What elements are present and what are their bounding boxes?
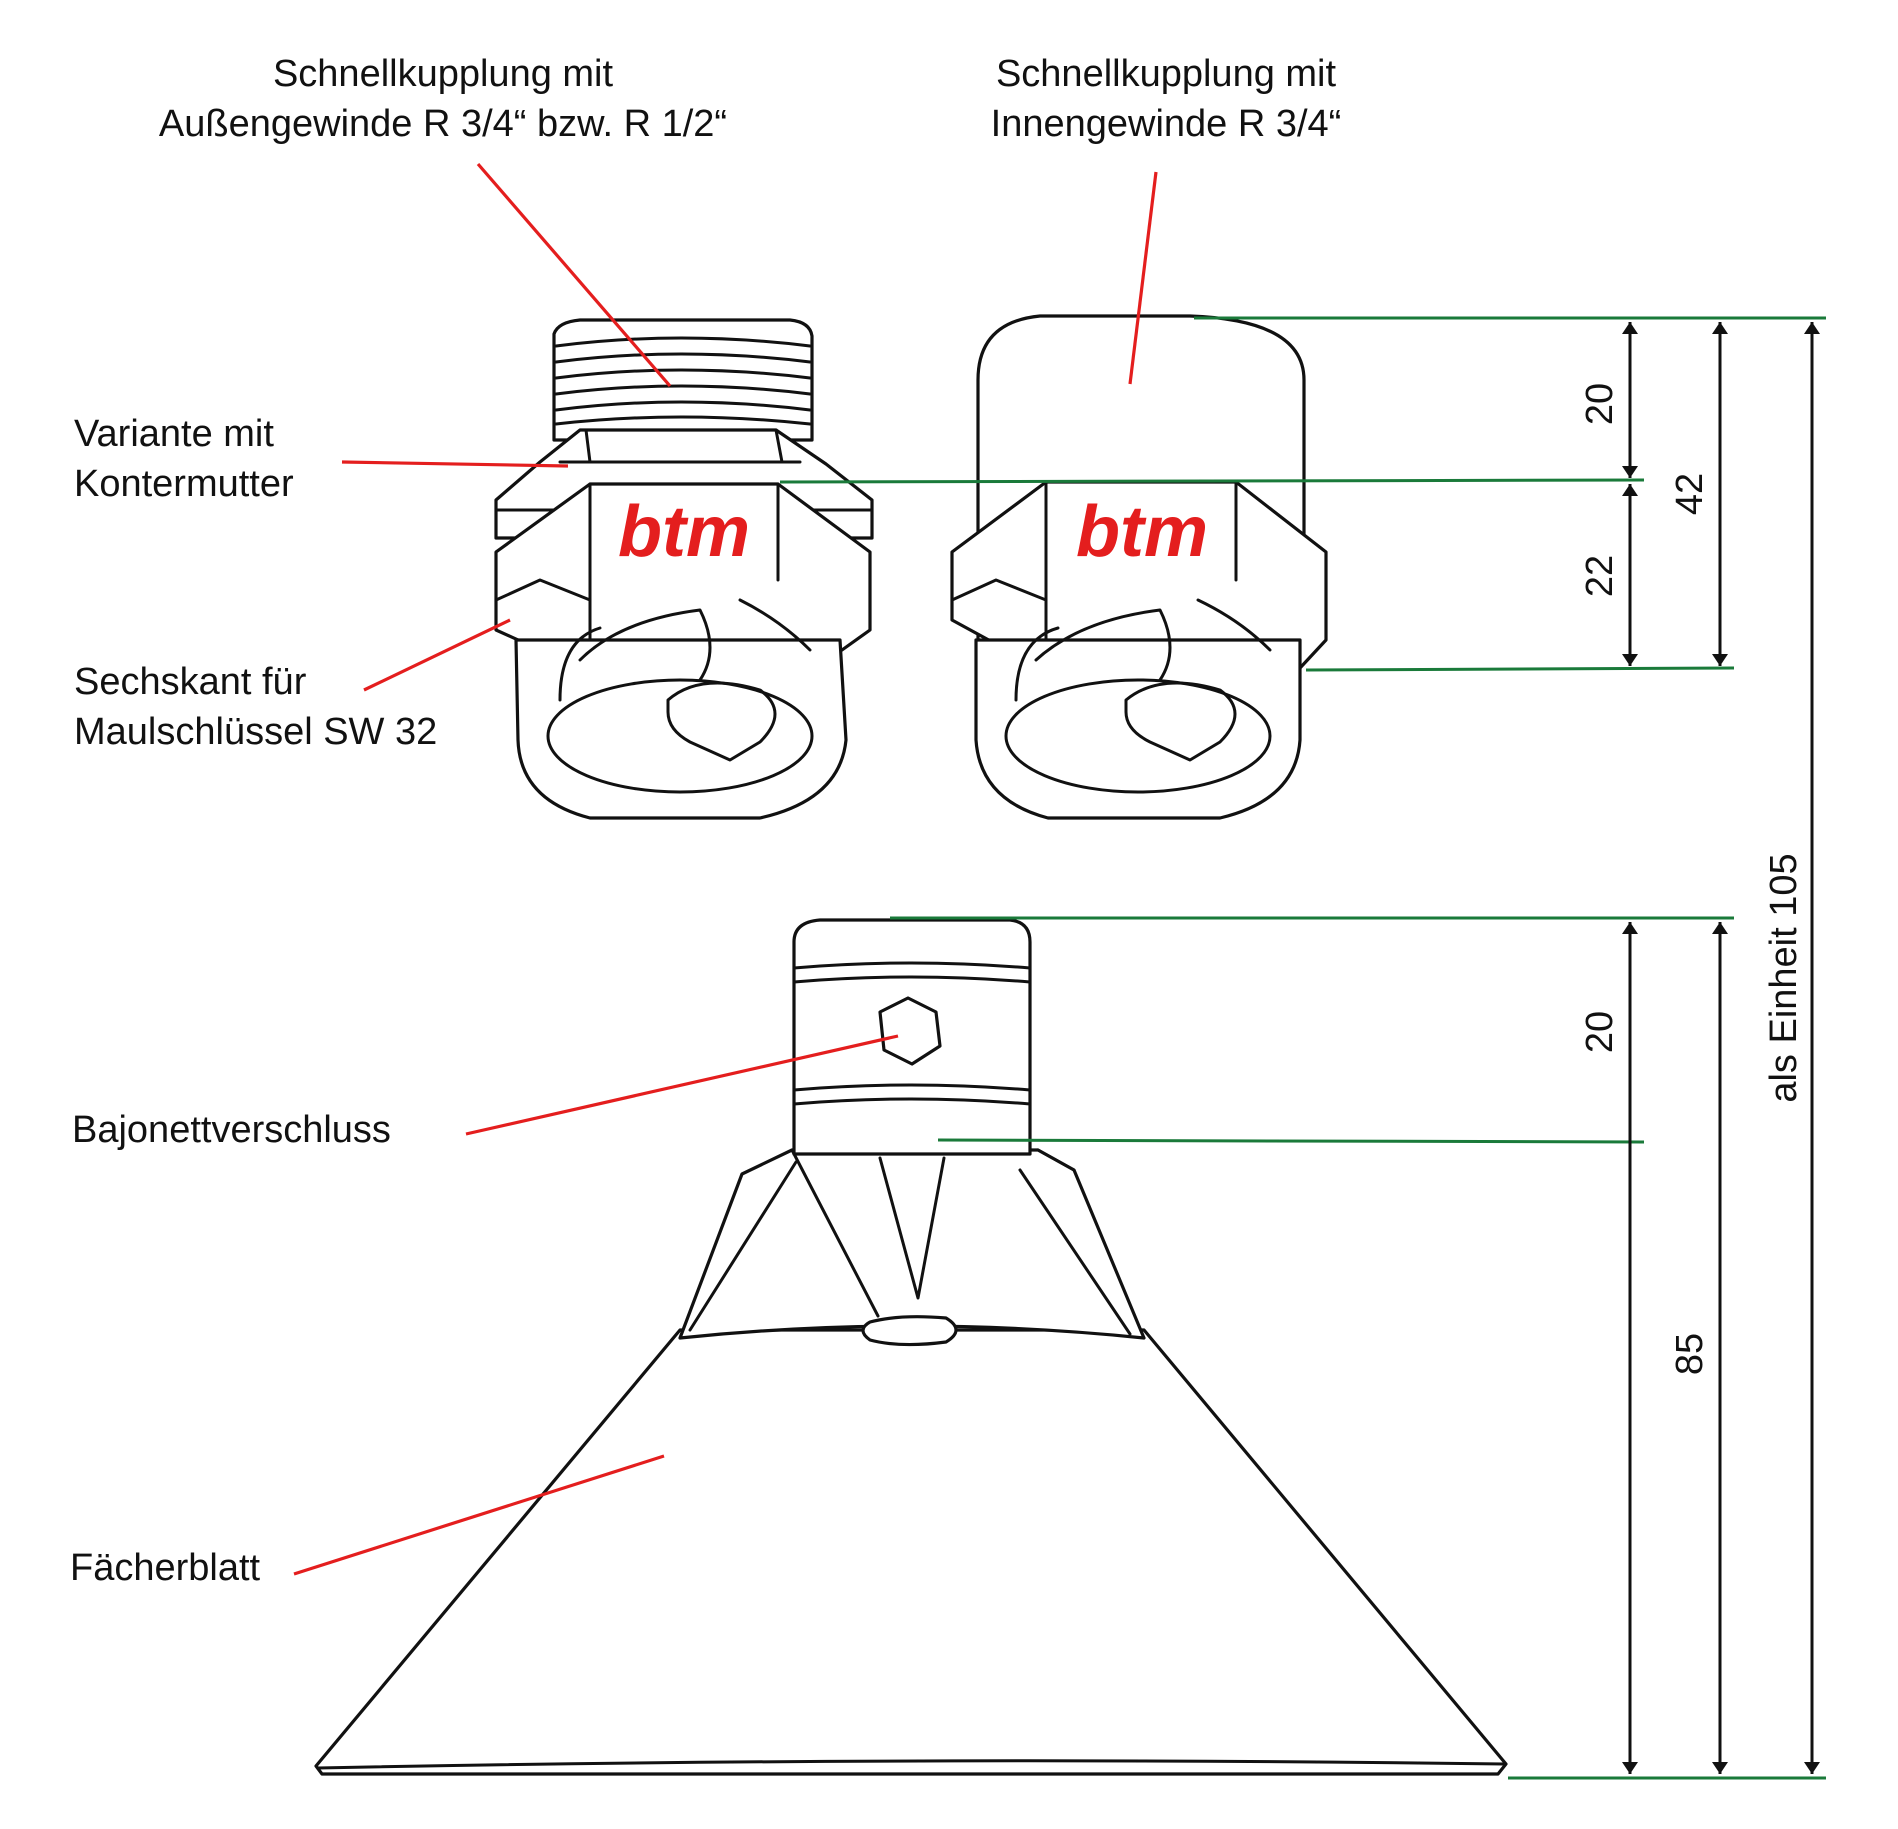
label-internal-thread-line2: Innengewinde R 3/4“ xyxy=(991,103,1342,145)
label-external-thread-line1: Schnellkupplung mit xyxy=(273,53,614,95)
dim-coupling-top: 20 xyxy=(1579,383,1621,425)
coupling-internal-thread: btm xyxy=(950,314,1328,820)
label-locknut-line1: Variante mit xyxy=(74,413,274,455)
brand-logo-2: btm xyxy=(1076,492,1208,572)
coupling-external-thread: btm xyxy=(494,318,874,820)
leader-locknut xyxy=(341,460,569,468)
label-fan-blade: Fächerblatt xyxy=(70,1547,261,1589)
leader-bayonet xyxy=(465,1034,899,1136)
brand-logo: btm xyxy=(618,492,750,572)
label-locknut-line2: Kontermutter xyxy=(74,463,294,505)
dimension-lines xyxy=(1622,322,1820,1774)
dim-nozzle-total: 85 xyxy=(1669,1333,1711,1375)
fan-nozzle xyxy=(314,918,1508,1776)
leader-internal-thread xyxy=(1128,171,1158,385)
dim-unit-total: als Einheit 105 xyxy=(1763,853,1805,1102)
leader-hex xyxy=(363,618,511,692)
dim-hex-height: 22 xyxy=(1579,555,1621,597)
label-bayonet: Bajonettverschluss xyxy=(72,1109,391,1151)
dim-coupling-total: 42 xyxy=(1669,473,1711,515)
leader-fan-blade xyxy=(293,1454,665,1576)
dim-nozzle-top: 20 xyxy=(1579,1011,1621,1053)
dimension-values: 20 22 42 20 85 als Einheit 105 xyxy=(1579,383,1805,1375)
label-internal-thread-line1: Schnellkupplung mit xyxy=(996,53,1337,95)
label-hex-line2: Maulschlüssel SW 32 xyxy=(74,711,437,753)
leader-external-thread xyxy=(476,162,672,388)
callout-labels: Schnellkupplung mit Außengewinde R 3/4“ … xyxy=(70,53,1341,1589)
label-hex-line1: Sechskant für xyxy=(74,661,307,703)
label-external-thread-line2: Außengewinde R 3/4“ bzw. R 1/2“ xyxy=(159,103,727,145)
extension-lines xyxy=(779,316,1826,1780)
leader-lines xyxy=(293,162,1158,1576)
